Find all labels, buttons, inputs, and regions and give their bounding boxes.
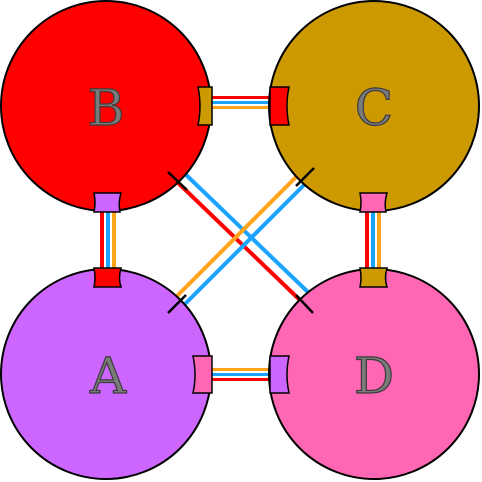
- node-b-port-a: [93, 192, 123, 213]
- node-b-label: B: [88, 79, 125, 137]
- node-c-port-d: [359, 192, 389, 213]
- node-b-port-c: [197, 86, 213, 126]
- node-d-port-c: [359, 267, 389, 288]
- edge-b-c: [210, 96, 272, 109]
- node-c-label: C: [355, 79, 393, 137]
- node-a-label: A: [89, 347, 127, 405]
- node-c-port-b: [269, 86, 290, 126]
- edge-b-d: [171, 168, 313, 305]
- node-d-diagonal-tick: [295, 294, 314, 314]
- node-b[interactable]: B: [0, 0, 213, 213]
- node-a-port-b: [93, 267, 123, 288]
- node-a[interactable]: A: [0, 267, 213, 480]
- edge-b-a: [100, 210, 116, 272]
- node-b-diagonal-tick: [167, 171, 188, 191]
- edge-c-a: [169, 170, 311, 312]
- node-c[interactable]: C: [268, 0, 480, 213]
- edge-c-d: [365, 210, 381, 272]
- node-d-port-a: [269, 355, 290, 394]
- node-d[interactable]: D: [268, 267, 480, 480]
- node-a-diagonal-tick: [167, 294, 187, 314]
- edge-a-d: [210, 368, 272, 381]
- node-c-diagonal-tick: [295, 167, 315, 187]
- node-a-port-d: [192, 355, 213, 394]
- node-d-label: D: [354, 347, 394, 405]
